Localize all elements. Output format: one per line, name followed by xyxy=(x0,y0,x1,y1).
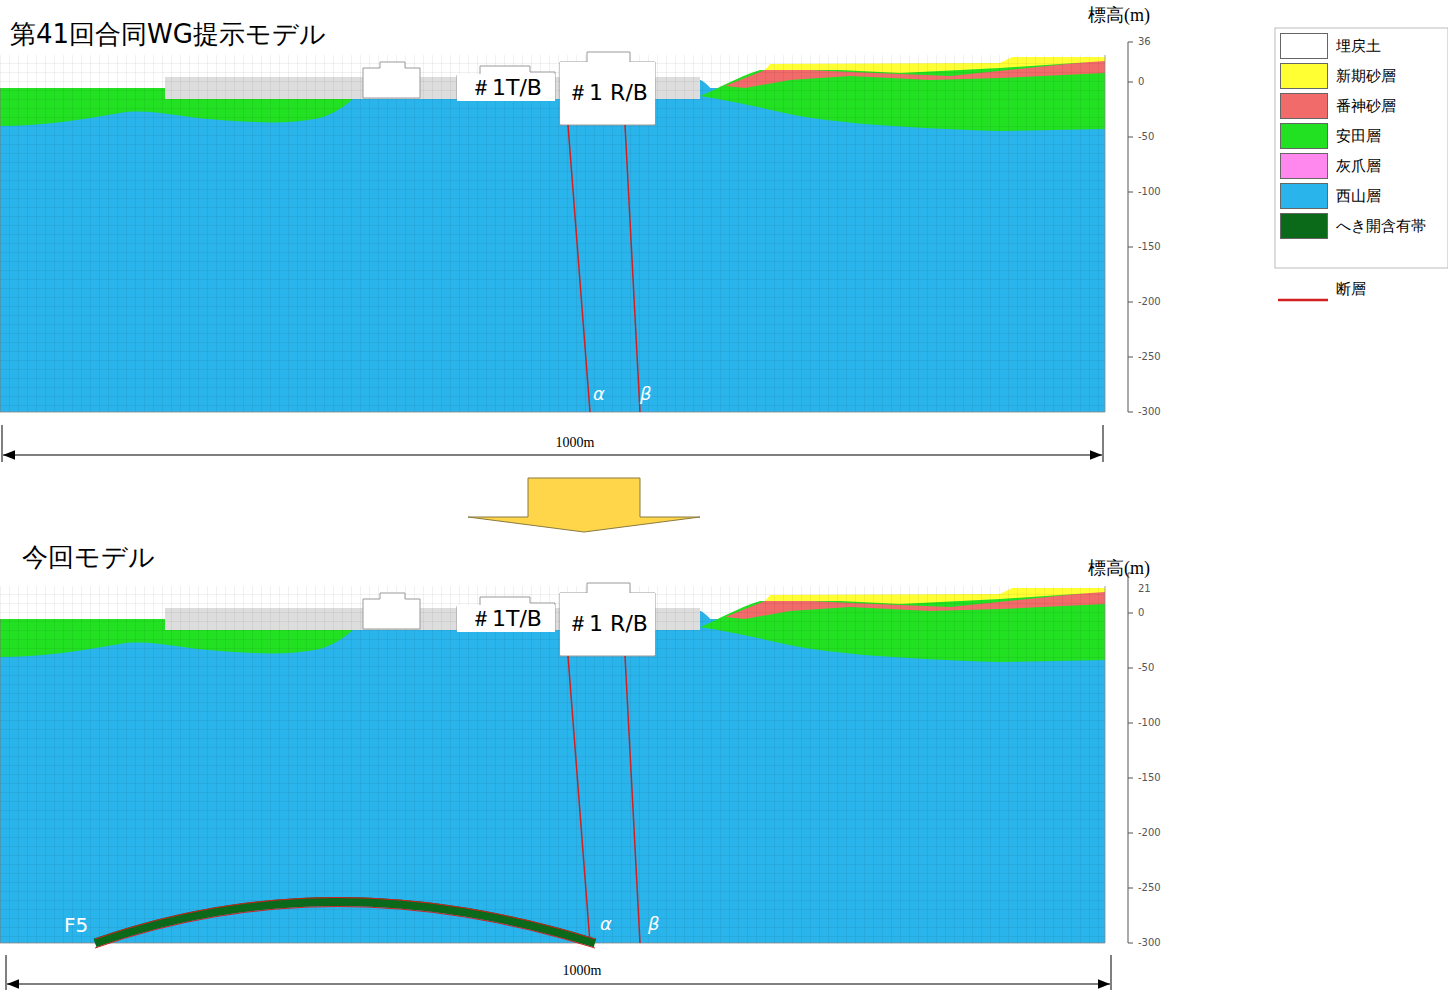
legend-text: 安田層 xyxy=(1336,128,1381,145)
building-label: ＃1T/B xyxy=(470,76,542,99)
tick-label: -100 xyxy=(1138,186,1161,197)
building-box: ＃1T/B xyxy=(457,605,555,632)
tick-label: -300 xyxy=(1138,937,1161,948)
tick-label: -100 xyxy=(1138,717,1161,728)
legend-text: 灰爪層 xyxy=(1336,158,1381,175)
legend-text: 西山層 xyxy=(1336,188,1381,205)
tick-label: -150 xyxy=(1138,772,1161,783)
legend-swatch xyxy=(1280,63,1328,89)
building-box: ＃1 R/B xyxy=(560,62,655,124)
tick-label: -200 xyxy=(1138,827,1161,838)
tick-label: -250 xyxy=(1138,351,1161,362)
fault-name: α xyxy=(593,384,605,404)
tick-label: 0 xyxy=(1138,607,1144,618)
legend-text: へき開含有帯 xyxy=(1336,218,1426,235)
building-label: ＃1 R/B xyxy=(567,612,648,635)
legend-text: 断層 xyxy=(1336,281,1366,298)
panel-heading: 第41回合同WG提示モデル xyxy=(10,20,326,49)
legend-swatch xyxy=(1280,123,1328,149)
tick-label: 0 xyxy=(1138,76,1144,87)
tick-label: -150 xyxy=(1138,241,1161,252)
axis-title: 標高(m) xyxy=(1088,6,1150,26)
dimension: 1000m xyxy=(561,963,604,978)
fault-name: α xyxy=(600,914,612,934)
tick-label: -250 xyxy=(1138,882,1161,893)
dimension: 1000m xyxy=(554,435,597,450)
axis-title: 標高(m) xyxy=(1088,559,1150,579)
fault-name: F5 xyxy=(64,914,88,936)
building-label: ＃1 R/B xyxy=(567,81,648,104)
tick-label: -50 xyxy=(1138,131,1154,142)
tick-label: -50 xyxy=(1138,662,1154,673)
tick-label: -200 xyxy=(1138,296,1161,307)
building-box: ＃1 R/B xyxy=(560,593,655,655)
building-box: ＃1T/B xyxy=(457,74,555,101)
fault-name: β xyxy=(640,384,652,404)
legend-swatch xyxy=(1280,33,1328,59)
legend-swatch xyxy=(1280,183,1328,209)
building-label: ＃1T/B xyxy=(470,607,542,630)
legend-text: 新期砂層 xyxy=(1336,68,1396,85)
legend-text: 埋戻土 xyxy=(1336,38,1381,55)
legend-swatch xyxy=(1280,93,1328,119)
legend-text: 番神砂層 xyxy=(1336,98,1396,115)
tick-label: 21 xyxy=(1138,583,1151,594)
tick-label: 36 xyxy=(1138,36,1151,47)
fault-name: β xyxy=(648,914,660,934)
legend-swatch xyxy=(1280,213,1328,239)
legend-swatch xyxy=(1280,153,1328,179)
fault-sample xyxy=(1278,299,1328,302)
tick-label: -300 xyxy=(1138,406,1161,417)
panel-heading: 今回モデル xyxy=(22,543,155,572)
